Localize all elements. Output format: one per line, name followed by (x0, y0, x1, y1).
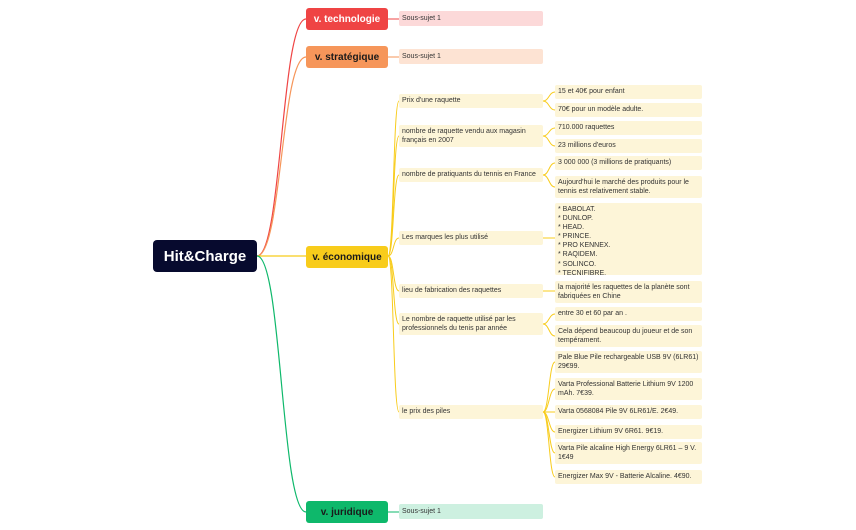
leaf-label: Varta Professional Batterie Lithium 9V 1… (558, 380, 694, 397)
topic-label: nombre de raquette vendu aux magasin fra… (402, 127, 526, 144)
branch-label: v. économique (312, 251, 382, 263)
leaf-label: 15 et 40€ pour enfant (558, 88, 625, 96)
subtopic-label: Sous-sujet 1 (402, 508, 441, 515)
topic-lieu-fabrication[interactable]: lieu de fabrication des raquettes (399, 284, 543, 298)
leaf-node[interactable]: Pale Blue Pile rechargeable USB 9V (6LR6… (555, 351, 702, 373)
leaf-node[interactable]: Varta 0568084 Pile 9V 6LR61/E. 2€49. (555, 405, 702, 419)
topic-raquettes-vendues[interactable]: nombre de raquette vendu aux magasin fra… (399, 125, 543, 147)
leaf-node[interactable]: 15 et 40€ pour enfant (555, 85, 702, 99)
subtopic-label: Sous-sujet 1 (402, 15, 441, 22)
topic-label: Le nombre de raquette utilisé par les pr… (402, 315, 516, 332)
root-label: Hit&Charge (163, 247, 247, 265)
leaf-node[interactable]: 23 millions d'euros (555, 139, 702, 153)
branch-juridique[interactable]: v. juridique (306, 501, 388, 523)
topic-raquettes-professionnels[interactable]: Le nombre de raquette utilisé par les pr… (399, 313, 543, 335)
branch-label: v. technologie (313, 13, 381, 25)
link-root-technologie (256, 18, 307, 257)
leaf-label: 710.000 raquettes (558, 124, 615, 132)
leaf-node[interactable]: Energizer Lithium 9V 6R61. 9€19. (555, 425, 702, 439)
leaf-node[interactable]: Varta Professional Batterie Lithium 9V 1… (555, 378, 702, 400)
subtopic-label: Sous-sujet 1 (402, 53, 441, 60)
topic-label: lieu de fabrication des raquettes (402, 287, 502, 295)
leaf-node[interactable]: Varta Pile alcaline High Energy 6LR61 – … (555, 442, 702, 464)
topic-prix-piles[interactable]: le prix des piles (399, 405, 543, 419)
leaf-label: entre 30 et 60 par an . (558, 310, 627, 318)
topic-pratiquants[interactable]: nombre de pratiquants du tennis en Franc… (399, 168, 543, 182)
leaf-label: Varta Pile alcaline High Energy 6LR61 – … (558, 444, 697, 461)
leaf-label: * BABOLAT. * DUNLOP. * HEAD. * PRINCE. *… (558, 206, 611, 277)
leaf-node[interactable]: Cela dépend beaucoup du joueur et de son… (555, 325, 702, 347)
leaf-node[interactable]: 70€ pour un modèle adulte. (555, 103, 702, 117)
subtopic-strategique[interactable]: Sous-sujet 1 (399, 49, 543, 64)
leaf-node[interactable]: Aujourd'hui le marché des produits pour … (555, 176, 702, 198)
leaf-node[interactable]: 3 000 000 (3 millions de pratiquants) (555, 156, 702, 170)
branch-technologie[interactable]: v. technologie (306, 8, 388, 30)
leaf-label: la majorité les raquettes de la planète … (558, 283, 690, 300)
topic-prix-raquette[interactable]: Prix d'une raquette (399, 94, 543, 108)
leaf-label: Pale Blue Pile rechargeable USB 9V (6LR6… (558, 353, 699, 370)
link-root-juridique (256, 255, 307, 513)
leaf-node[interactable]: Energizer Max 9V - Batterie Alcaline. 4€… (555, 470, 702, 484)
leaf-label: 70€ pour un modèle adulte. (558, 106, 644, 114)
branch-strategique[interactable]: v. stratégique (306, 46, 388, 68)
leaf-label: Aujourd'hui le marché des produits pour … (558, 178, 689, 195)
topic-label: Prix d'une raquette (402, 97, 461, 105)
leaf-node[interactable]: 710.000 raquettes (555, 121, 702, 135)
topic-label: Les marques les plus utilisé (402, 234, 488, 242)
leaf-label: 23 millions d'euros (558, 142, 616, 150)
leaf-label: 3 000 000 (3 millions de pratiquants) (558, 159, 672, 167)
link-root-strategique (256, 56, 307, 257)
leaf-label: Cela dépend beaucoup du joueur et de son… (558, 327, 693, 344)
topic-marques[interactable]: Les marques les plus utilisé (399, 231, 543, 245)
topic-label: le prix des piles (402, 408, 451, 416)
branch-economique[interactable]: v. économique (306, 246, 388, 268)
subtopic-juridique[interactable]: Sous-sujet 1 (399, 504, 543, 519)
subtopic-technologie[interactable]: Sous-sujet 1 (399, 11, 543, 26)
leaf-node[interactable]: la majorité les raquettes de la planète … (555, 281, 702, 303)
leaf-label: Energizer Lithium 9V 6R61. 9€19. (558, 428, 664, 436)
leaf-node[interactable]: * BABOLAT. * DUNLOP. * HEAD. * PRINCE. *… (555, 203, 702, 277)
leaf-label: Energizer Max 9V - Batterie Alcaline. 4€… (558, 473, 692, 481)
branch-label: v. juridique (320, 506, 374, 518)
branch-label: v. stratégique (314, 51, 380, 63)
topic-label: nombre de pratiquants du tennis en Franc… (402, 171, 536, 179)
leaf-node[interactable]: entre 30 et 60 par an . (555, 307, 702, 321)
root-node[interactable]: Hit&Charge (153, 240, 257, 272)
leaf-label: Varta 0568084 Pile 9V 6LR61/E. 2€49. (558, 408, 679, 416)
